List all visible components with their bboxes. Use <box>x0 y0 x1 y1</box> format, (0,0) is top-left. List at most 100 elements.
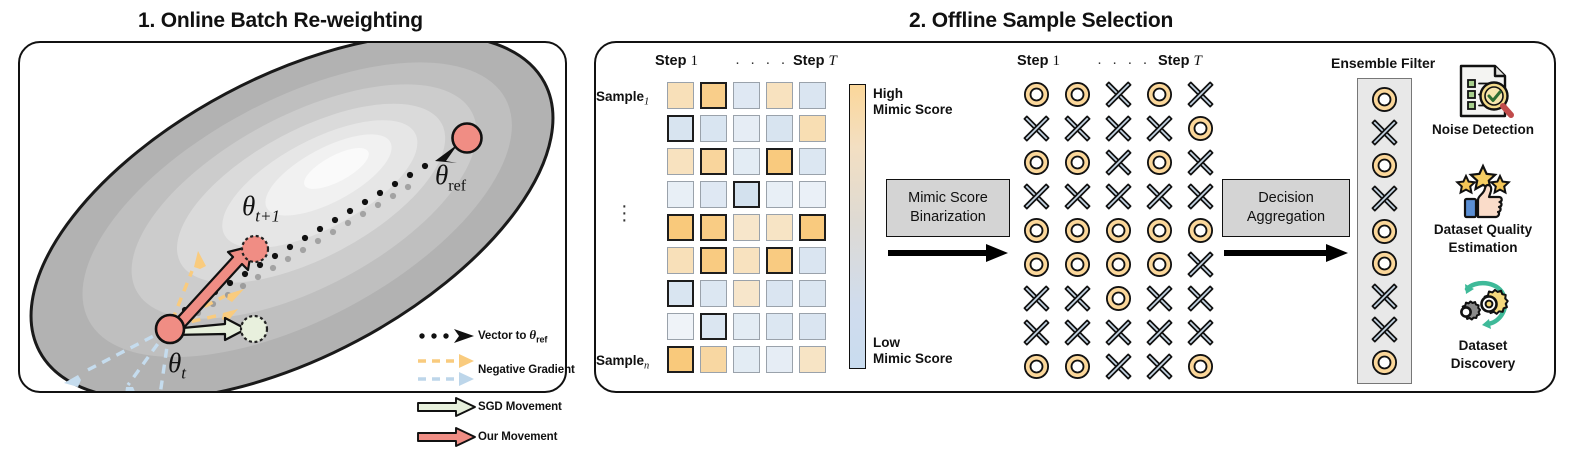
negative-gradient-arrows-blue <box>81 327 171 391</box>
binary-grid-cell <box>1022 250 1051 284</box>
cross-reject-icon <box>1146 115 1173 142</box>
binary-step-dots: · · · · <box>1097 54 1151 71</box>
circle-accept-icon <box>1064 149 1091 176</box>
binary-step-t-header: Step T <box>1158 53 1202 69</box>
aggregation-arrow <box>1224 244 1348 262</box>
binary-grid-row <box>1022 284 1227 318</box>
heatmap-cell <box>733 247 760 274</box>
decision-aggregation-box[interactable]: Decision Aggregation <box>1222 179 1350 237</box>
legend-label-negative-gradient: Negative Gradient <box>478 364 575 376</box>
cross-reject-icon <box>1105 183 1132 210</box>
binary-grid-cell <box>1022 80 1051 114</box>
binary-grid-cell <box>1104 148 1133 182</box>
circle-accept-icon <box>1064 81 1091 108</box>
heatmap-cell <box>766 82 793 109</box>
binary-grid-cell <box>1145 250 1174 284</box>
cross-reject-icon <box>1105 319 1132 346</box>
heatmap-cell <box>766 148 793 175</box>
heatmap-cell <box>667 280 694 307</box>
binary-grid-cell <box>1145 80 1174 114</box>
heatmap-cell <box>799 214 826 241</box>
cross-reject-icon <box>1105 149 1132 176</box>
binary-grid-cell <box>1022 148 1051 182</box>
heatmap-cell <box>799 115 826 142</box>
binary-grid-row <box>1022 148 1227 182</box>
heatmap-row <box>667 313 832 346</box>
circle-accept-icon <box>1371 218 1398 244</box>
heatmap-cell <box>667 181 694 208</box>
figure-canvas: 1. Online Batch Re-weighting 2. Offline … <box>18 9 1558 447</box>
dotted-arrow-icon <box>416 325 478 347</box>
circle-accept-icon <box>1187 115 1214 142</box>
theta-t-label: θt <box>168 348 186 383</box>
heatmap-cell <box>799 247 826 274</box>
binary-grid-cell <box>1186 114 1215 148</box>
mimic-score-binarization-box[interactable]: Mimic Score Binarization <box>886 179 1010 237</box>
circle-accept-icon <box>1064 217 1091 244</box>
dataset-quality-label-2: Estimation <box>1448 240 1518 256</box>
binary-grid-cell <box>1145 318 1174 352</box>
heatmap-cell <box>700 148 727 175</box>
binary-grid-cell <box>1186 80 1215 114</box>
circle-accept-icon <box>1187 353 1214 380</box>
heatmap-cell <box>733 115 760 142</box>
legend-item-negative-gradient: Negative Gradient <box>416 348 581 392</box>
ensemble-filter-cell <box>1370 184 1399 213</box>
heatmap-cell <box>700 181 727 208</box>
binary-grid-row <box>1022 352 1227 386</box>
cross-reject-icon <box>1371 119 1398 146</box>
panel-1-title: 1. Online Batch Re-weighting <box>138 9 423 32</box>
binarization-line-2: Binarization <box>910 209 986 225</box>
cross-reject-icon <box>1146 319 1173 346</box>
noise-detection-icon <box>1459 64 1514 118</box>
ensemble-filter-cell <box>1370 348 1399 377</box>
heatmap-cell <box>766 247 793 274</box>
heatmap-cell <box>700 346 727 373</box>
aggregation-line-2: Aggregation <box>1246 209 1326 225</box>
binary-grid-cell <box>1186 182 1215 216</box>
binary-grid-cell <box>1063 148 1092 182</box>
dataset-discovery-icon <box>1460 280 1509 329</box>
application-dataset-discovery: Dataset Discovery <box>1408 280 1558 372</box>
legend-item-vector-to-theta-ref: Vector to θref <box>416 323 581 348</box>
heatmap-cell <box>766 280 793 307</box>
binary-grid-cell <box>1104 318 1133 352</box>
theta-t-plus-1-node <box>240 234 270 264</box>
circle-accept-icon <box>1371 86 1398 113</box>
mimic-score-colorbar <box>849 84 866 369</box>
binary-grid-cell <box>1104 114 1133 148</box>
legend-label-sgd-movement: SGD Movement <box>478 401 562 413</box>
binary-grid-cell <box>1063 80 1092 114</box>
heatmap-cell <box>700 214 727 241</box>
cross-reject-icon <box>1023 285 1050 312</box>
ensemble-filter-cell <box>1370 315 1399 344</box>
theta-t-plus-1-label: θt+1 <box>242 191 280 226</box>
cross-reject-icon <box>1371 185 1398 212</box>
binary-grid-cell <box>1145 284 1174 318</box>
heatmap-cell <box>700 313 727 340</box>
binary-grid-row <box>1022 114 1227 148</box>
legend-label-vector: Vector to θref <box>478 326 548 345</box>
binary-step-1-header: Step 1 <box>1017 53 1060 69</box>
binary-grid-cell <box>1022 182 1051 216</box>
heatmap-row <box>667 82 832 115</box>
legend-item-sgd-movement: SGD Movement <box>416 392 581 422</box>
heatmap-cell <box>700 247 727 274</box>
cross-reject-icon <box>1064 319 1091 346</box>
binary-grid-row <box>1022 182 1227 216</box>
binary-grid-cell <box>1063 352 1092 386</box>
mimic-score-heatmap <box>667 82 832 379</box>
cross-reject-icon <box>1187 285 1214 312</box>
binarization-line-1: Mimic Score <box>908 190 988 207</box>
circle-accept-icon <box>1105 285 1132 312</box>
binary-grid-cell <box>1186 284 1215 318</box>
binary-grid-cell <box>1186 216 1215 250</box>
binary-grid-cell <box>1104 352 1133 386</box>
ensemble-filter-cell <box>1370 118 1399 147</box>
binary-grid-cell <box>1186 352 1215 386</box>
heatmap-cell <box>766 181 793 208</box>
heatmap-cell <box>667 313 694 340</box>
heatmap-cell <box>700 115 727 142</box>
binary-grid-cell <box>1104 80 1133 114</box>
